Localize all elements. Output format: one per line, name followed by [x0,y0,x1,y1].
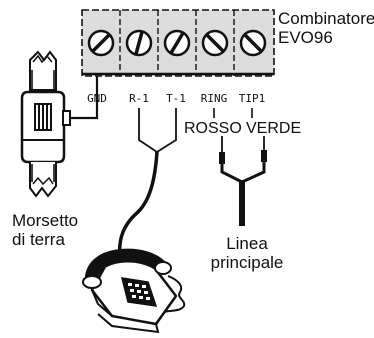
ground-wire [70,76,99,120]
line-wires [213,108,267,226]
ground-clamp-icon [20,50,71,198]
screw-terminal-ring [201,29,229,57]
panel-title-line2: EVO96 [278,28,333,47]
terminal-label-t1: T-1 [166,92,186,105]
ground-label-line2: di terra [12,230,65,249]
panel-title-line1: Combinatore [278,9,374,28]
terminal-label-r1: R-1 [129,92,149,105]
screw-terminal-gnd [87,29,115,57]
terminal-label-tip1: TIP1 [239,92,266,105]
line-label-line1: Linea [226,234,268,253]
phone-cord [117,108,177,259]
ground-label-line1: Morsetto [12,211,78,230]
wire-label-red: ROSSO [184,120,242,137]
telephone-icon [82,248,186,334]
terminal-label-ring: RING [201,92,228,105]
screw-terminal-t1 [163,29,191,57]
line-label-line2: principale [211,253,284,272]
screw-terminal-r1 [125,29,153,57]
screw-terminal-tip1 [239,29,267,57]
wire-label-green: VERDE [246,120,301,137]
